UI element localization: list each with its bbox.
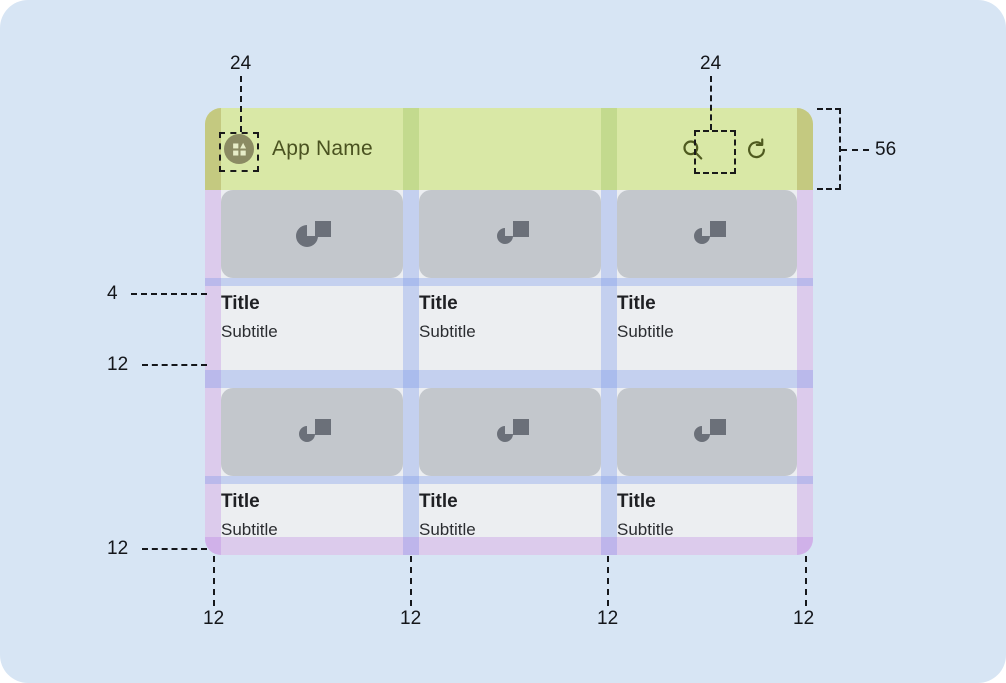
leader-line-row-gap: [142, 364, 207, 366]
touch-target-box-search: [694, 130, 736, 174]
annotation-row-gap: 12: [107, 354, 129, 375]
bracket-appbar-height: [817, 108, 841, 190]
card-title: Title: [617, 491, 656, 512]
card-1[interactable]: Title Subtitle: [221, 190, 403, 370]
overlay-right-padding: [797, 190, 813, 555]
card-title: Title: [419, 491, 458, 512]
card-subtitle: Subtitle: [419, 520, 476, 539]
overlay-appbar-left-padding: [205, 108, 221, 190]
annotation-gutter-3: 12: [597, 608, 619, 629]
overlay-thumb-title-gap-1: [205, 278, 813, 286]
image-placeholder-icon: [617, 388, 797, 476]
overlay-gutter-1: [403, 190, 419, 555]
app-bar-leading: App Name: [205, 134, 373, 164]
overlay-gutter-2: [601, 190, 617, 555]
card-subtitle: Subtitle: [221, 520, 278, 539]
app-title: App Name: [272, 137, 373, 160]
leader-line-gutter-2: [410, 556, 412, 606]
card-row-1: Title Subtitle Title Subtitle: [205, 190, 813, 370]
app-grid-icon[interactable]: [224, 134, 254, 164]
leader-line-appbar-height: [841, 149, 869, 151]
annotation-appbar-height: 56: [875, 139, 897, 160]
card-subtitle: Subtitle: [221, 322, 278, 341]
overlay-row-gap: [205, 370, 813, 388]
overlay-left-padding: [205, 190, 221, 555]
card-4[interactable]: Title Subtitle: [221, 388, 403, 555]
overlay-appbar-right-padding: [797, 108, 813, 190]
app-bar-actions: [679, 136, 813, 162]
annotation-menu-touch-target: 24: [230, 53, 252, 74]
card-grid: Title Subtitle Title Subtitle: [205, 190, 813, 555]
image-placeholder-icon: [419, 388, 601, 476]
card-subtitle: Subtitle: [617, 520, 674, 539]
card-row-2: Title Subtitle Title Subtitle: [205, 388, 813, 555]
annotation-gutter-4: 12: [793, 608, 815, 629]
app-bar: App Name: [205, 108, 813, 190]
leader-line-gutter-1: [213, 556, 215, 606]
card-subtitle: Subtitle: [617, 322, 674, 341]
leader-line-menu: [240, 76, 242, 132]
overlay-bottom-padding: [205, 537, 813, 555]
image-placeholder-icon: [221, 388, 403, 476]
overlay-appbar-gutter-1: [403, 108, 419, 190]
refresh-icon[interactable]: [743, 136, 769, 162]
image-placeholder-icon: [419, 190, 601, 278]
leader-line-search: [710, 76, 712, 130]
leader-line-thumb-title-gap: [131, 293, 207, 295]
leader-line-bottom-padding: [142, 548, 207, 550]
card-title: Title: [221, 293, 260, 314]
annotation-thumb-title-gap: 4: [107, 283, 118, 304]
annotation-gutter-2: 12: [400, 608, 422, 629]
leader-line-gutter-4: [805, 556, 807, 606]
card-2[interactable]: Title Subtitle: [419, 190, 601, 370]
annotation-bottom-padding: 12: [107, 538, 129, 559]
annotation-gutter-1: 12: [203, 608, 225, 629]
card-title: Title: [617, 293, 656, 314]
touch-target-box-menu: [219, 132, 259, 172]
app-mockup-panel: App Name: [205, 108, 813, 555]
card-title: Title: [221, 491, 260, 512]
overlay-appbar-gutter-2: [601, 108, 617, 190]
card-subtitle: Subtitle: [419, 322, 476, 341]
card-5[interactable]: Title Subtitle: [419, 388, 601, 555]
card-6[interactable]: Title Subtitle: [617, 388, 797, 555]
card-title: Title: [419, 293, 458, 314]
annotation-search-touch-target: 24: [700, 53, 722, 74]
leader-line-gutter-3: [607, 556, 609, 606]
card-3[interactable]: Title Subtitle: [617, 190, 797, 370]
overlay-thumb-title-gap-2: [205, 476, 813, 484]
image-placeholder-icon: [221, 190, 403, 278]
image-placeholder-icon: [617, 190, 797, 278]
